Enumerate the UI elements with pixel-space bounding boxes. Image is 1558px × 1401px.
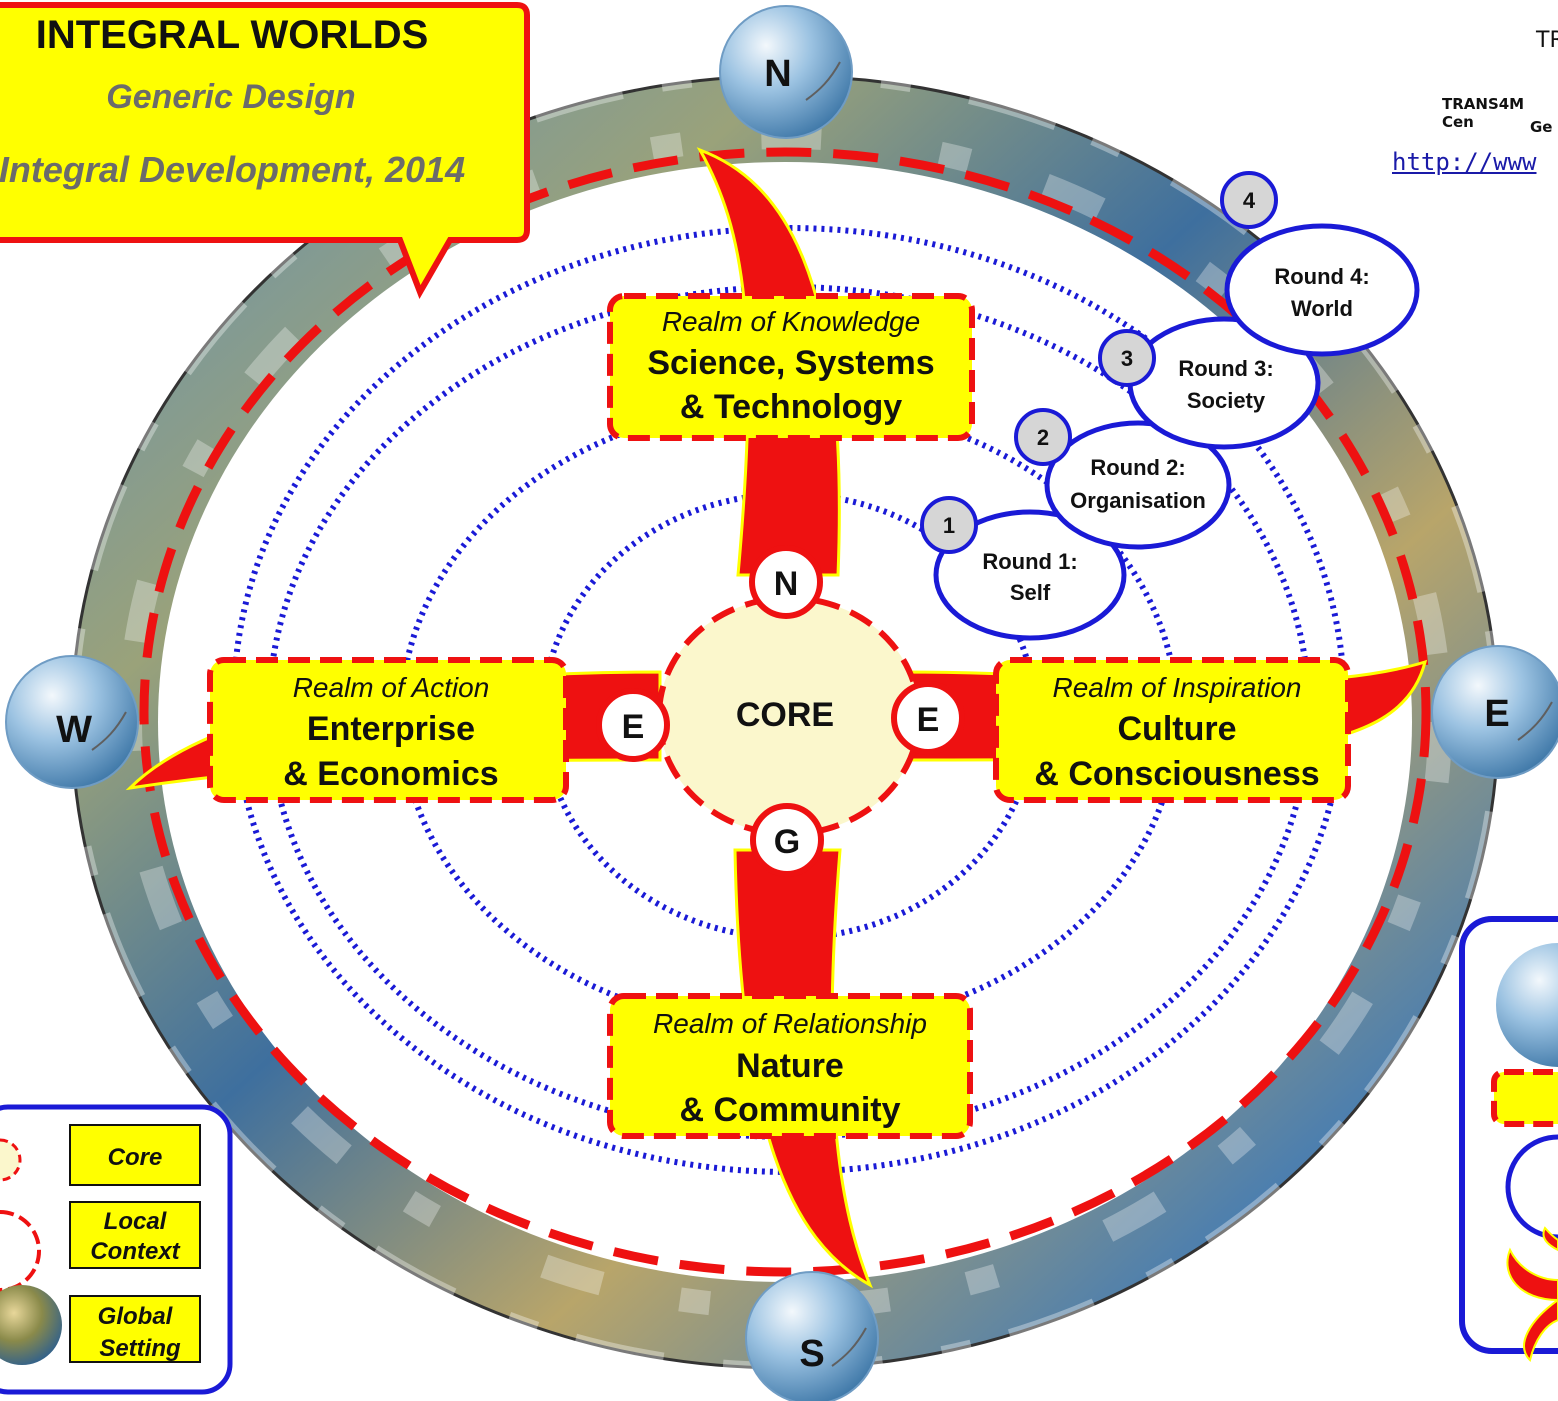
- header-line-1: TR: [1536, 28, 1558, 53]
- legend-core-swatch: [0, 1138, 22, 1182]
- legend-right-realm-swatch: [1491, 1069, 1558, 1127]
- svg-text:E: E: [622, 708, 645, 746]
- realm-relationship: Realm of Relationship Nature & Community: [607, 993, 973, 1139]
- round-1-line1: Round 1:: [982, 549, 1077, 574]
- round-4-number: 4: [1243, 188, 1256, 213]
- round-3-line1: Round 3:: [1178, 356, 1273, 381]
- round-3-number: 3: [1121, 346, 1133, 371]
- title: INTEGRAL WORLDS: [36, 13, 429, 57]
- realm-knowledge-title: Realm of Knowledge: [662, 306, 920, 337]
- realm-action: Realm of Action Enterprise & Economics: [207, 657, 569, 803]
- legend-left: Core Local Context Global Setting: [0, 1104, 233, 1395]
- header-line-3: Ge: [1530, 118, 1553, 136]
- compass-globe-east: E: [1431, 645, 1558, 779]
- realm-knowledge-line2: & Technology: [680, 388, 902, 426]
- core-badge-south: G: [750, 803, 824, 877]
- legend-local-line2: Context: [90, 1238, 180, 1265]
- round-3-line2: Society: [1187, 388, 1266, 413]
- round-4-line2: World: [1291, 296, 1353, 321]
- title-callout: INTEGRAL WORLDS Generic Design Integral …: [0, 2, 530, 299]
- realm-knowledge: Realm of Knowledge Science, Systems & Te…: [607, 293, 975, 441]
- legend-right-globe-icon: [1496, 943, 1558, 1067]
- svg-text:E: E: [917, 701, 940, 739]
- realm-inspiration-line2: & Consciousness: [1034, 755, 1319, 793]
- core-badge-east: E: [891, 681, 965, 755]
- legend-right: [1459, 916, 1558, 1362]
- local-context-boundary: [139, 147, 1431, 1277]
- realm-inspiration-line1: Culture: [1118, 710, 1237, 748]
- svg-text:G: G: [774, 823, 800, 861]
- realm-knowledge-line1: Science, Systems: [647, 344, 934, 382]
- round-4: 4 Round 4: World: [1220, 171, 1420, 357]
- compass-west-label: W: [56, 709, 92, 751]
- compass-globe-south: S: [745, 1271, 879, 1401]
- legend-right-round-swatch: [1505, 1134, 1558, 1240]
- round-2-line1: Round 2:: [1090, 455, 1185, 480]
- realm-relationship-line1: Nature: [736, 1047, 844, 1085]
- round-1-line2: Self: [1010, 580, 1051, 605]
- compass-south-label: S: [799, 1333, 824, 1375]
- legend-global-line1: Global: [98, 1303, 174, 1330]
- header-line-2: TRANS4M Cen: [1442, 95, 1525, 131]
- round-2-number: 2: [1037, 425, 1049, 450]
- legend-core-label: Core: [108, 1144, 163, 1171]
- realm-action-line1: Enterprise: [307, 710, 475, 748]
- round-1: 1 Round 1: Self: [920, 496, 1127, 641]
- round-2-line2: Organisation: [1070, 488, 1206, 513]
- realm-action-title: Realm of Action: [293, 672, 490, 703]
- round-1-number: 1: [943, 513, 955, 538]
- round-3: 3 Round 3: Society: [1098, 316, 1321, 450]
- legend-globe-icon: [0, 1285, 62, 1365]
- legend-local-line1: Local: [104, 1208, 168, 1235]
- realm-inspiration-title: Realm of Inspiration: [1052, 672, 1301, 703]
- realm-inspiration: Realm of Inspiration Culture & Conscious…: [993, 657, 1351, 803]
- core-badge-north: N: [749, 545, 823, 619]
- subtitle: Generic Design: [106, 78, 355, 116]
- compass-east-label: E: [1484, 693, 1509, 735]
- legend-global-line2: Setting: [99, 1335, 181, 1362]
- round-2: 2 Round 2: Organisation: [1014, 408, 1232, 550]
- core-label: CORE: [736, 696, 834, 734]
- svg-text:N: N: [774, 565, 799, 603]
- legend-right-swoosh-icon: [1506, 1226, 1558, 1362]
- realm-relationship-title: Realm of Relationship: [653, 1008, 927, 1039]
- compass-north-label: N: [764, 53, 791, 95]
- realm-action-line2: & Economics: [283, 755, 498, 793]
- website-link[interactable]: http://www: [1392, 148, 1537, 176]
- compass-globe-north: N: [719, 5, 853, 139]
- core-badge-west: E: [596, 688, 670, 762]
- tagline: Integral Development, 2014: [0, 149, 465, 190]
- realm-relationship-line2: & Community: [680, 1091, 901, 1129]
- round-4-line1: Round 4:: [1274, 264, 1369, 289]
- compass-globe-west: W: [5, 655, 139, 789]
